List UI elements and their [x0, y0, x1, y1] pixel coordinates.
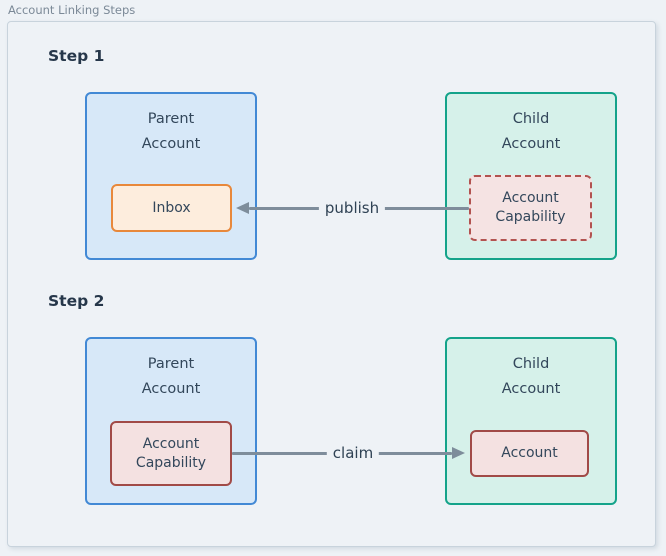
step-2-account-node: Account — [470, 430, 589, 477]
step-1-heading: Step 1 — [48, 47, 105, 65]
step-1-child-account-title: Child Account — [501, 111, 561, 152]
step-1-account-capability-node: Account Capability — [469, 175, 592, 241]
step-2-parent-account-title: Parent Account — [141, 356, 201, 397]
step-2-parent-account-node: Parent Account Account Capability — [85, 337, 257, 505]
arrowhead-right-icon — [452, 447, 465, 459]
diagram-title: Account Linking Steps — [8, 3, 136, 17]
step-1-inbox-node: Inbox — [111, 184, 232, 232]
publish-edge-label: publish — [318, 199, 386, 218]
step-2-account-capability-node: Account Capability — [110, 421, 232, 486]
step-2-child-account-title: Child Account — [501, 356, 561, 397]
step-2-heading: Step 2 — [48, 292, 105, 310]
step-1-parent-account-node: Parent Account Inbox — [85, 92, 257, 260]
step-2-child-account-node: Child Account Account — [445, 337, 617, 505]
arrowhead-left-icon — [236, 202, 249, 214]
step-1-parent-account-title: Parent Account — [141, 111, 201, 152]
claim-edge-label: claim — [326, 444, 380, 463]
step-1-child-account-node: Child Account Account Capability — [445, 92, 617, 260]
